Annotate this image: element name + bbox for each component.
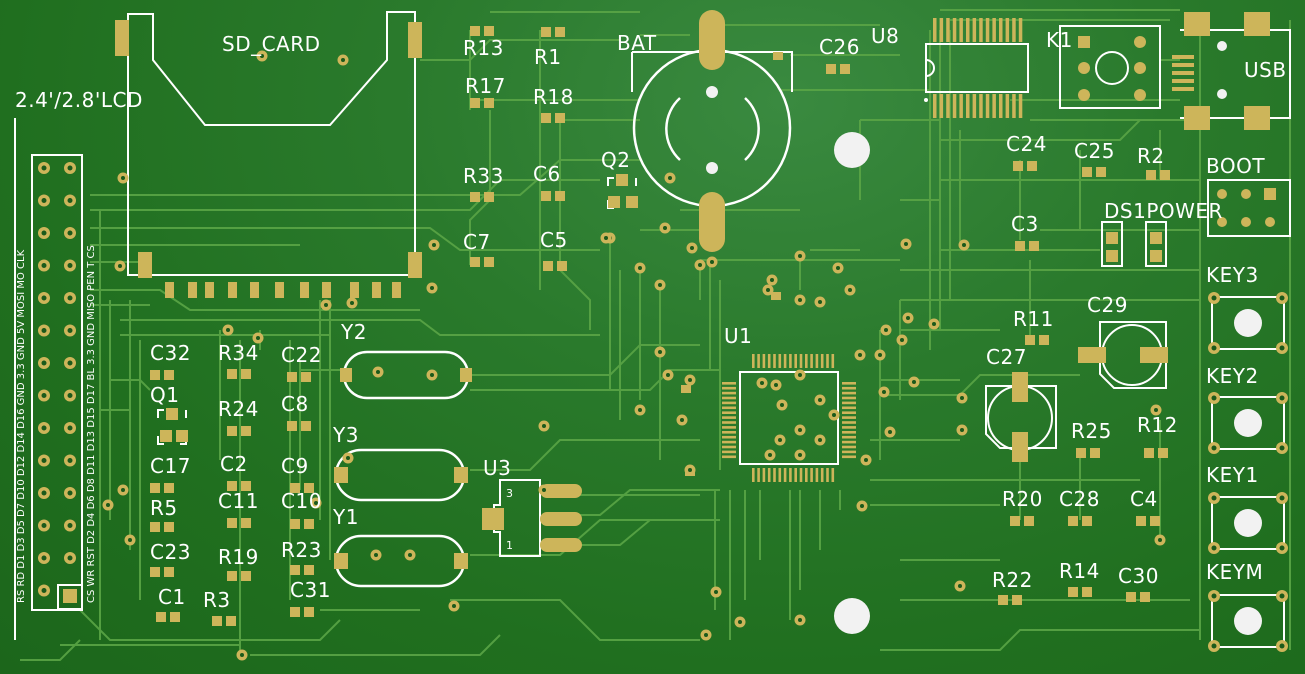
lcd-pin-labels-left: RS RD D1 D3 D5 D7 D10 D12 D14 D16 GND 3.… xyxy=(16,249,27,603)
sd-card-outline xyxy=(115,11,422,278)
battery-holder xyxy=(631,10,793,252)
c27-capacitor xyxy=(985,372,1057,462)
label-u8: U8 xyxy=(871,24,900,48)
u1-mcu xyxy=(739,371,839,465)
y3-crystal xyxy=(334,448,466,502)
label-u3-pin-1: 1 xyxy=(506,539,514,552)
label-bat: BAT xyxy=(617,31,657,55)
label-c2: C2 xyxy=(220,452,248,476)
led-power xyxy=(1145,221,1167,267)
label-c25: C25 xyxy=(1074,139,1115,163)
label-r24: R24 xyxy=(218,397,259,421)
label-c30: C30 xyxy=(1118,564,1159,588)
label-y1: Y1 xyxy=(333,505,359,529)
label-c27: C27 xyxy=(986,345,1027,369)
label-r13: R13 xyxy=(463,36,504,60)
label-c24: C24 xyxy=(1006,132,1047,156)
k1-switch xyxy=(1059,25,1161,109)
label-q1: Q1 xyxy=(150,383,180,407)
label-r23: R23 xyxy=(281,538,322,562)
label-r5: R5 xyxy=(150,496,178,520)
u3-regulator xyxy=(482,479,582,557)
label-y3: Y3 xyxy=(333,423,359,447)
label-r17: R17 xyxy=(465,74,506,98)
label-c28: C28 xyxy=(1059,487,1100,511)
label-key2: KEY2 xyxy=(1206,364,1259,388)
q1-transistor xyxy=(157,408,188,445)
label-c23: C23 xyxy=(150,540,191,564)
label-c10: C10 xyxy=(281,489,322,513)
label-r1: R1 xyxy=(534,45,562,69)
mount-hole-top xyxy=(834,132,870,168)
label-c3: C3 xyxy=(1011,212,1039,236)
lcd-header xyxy=(14,118,83,640)
label-r33: R33 xyxy=(463,164,504,188)
label-r11: R11 xyxy=(1013,307,1054,331)
label-keym: KEYM xyxy=(1206,560,1264,584)
usb-connector xyxy=(1172,12,1291,130)
label-c5: C5 xyxy=(540,228,568,252)
label-usb: USB xyxy=(1244,58,1287,82)
label-r22: R22 xyxy=(992,568,1033,592)
label-lcd: 2.4'/2.8'LCD xyxy=(15,88,143,112)
label-c11: C11 xyxy=(218,489,259,513)
label-u3: U3 xyxy=(483,456,512,480)
label-c26: C26 xyxy=(819,35,860,59)
label-c7: C7 xyxy=(463,230,491,254)
u8-chip xyxy=(924,43,1029,102)
y1-crystal xyxy=(334,534,466,588)
label-r2: R2 xyxy=(1137,144,1165,168)
label-r12: R12 xyxy=(1137,413,1178,437)
led-ds1 xyxy=(1101,221,1123,267)
label-c22: C22 xyxy=(281,343,322,367)
label-key3: KEY3 xyxy=(1206,263,1259,287)
label-ds1power: DS1POWER xyxy=(1104,199,1223,223)
label-r3: R3 xyxy=(203,588,231,612)
label-boot: BOOT xyxy=(1206,154,1266,178)
label-r18: R18 xyxy=(533,85,574,109)
label-c6: C6 xyxy=(533,162,561,186)
label-c32: C32 xyxy=(150,341,191,365)
mount-hole-bottom xyxy=(834,598,870,634)
label-r34: R34 xyxy=(218,341,259,365)
label-c4: C4 xyxy=(1130,487,1158,511)
label-c9: C9 xyxy=(281,454,309,478)
label-sd-card: SD_CARD xyxy=(222,32,321,56)
q2-transistor xyxy=(607,174,638,209)
label-r19: R19 xyxy=(218,545,259,569)
c29-capacitor xyxy=(1078,321,1168,389)
label-c31: C31 xyxy=(290,578,331,602)
label-q2: Q2 xyxy=(601,148,631,172)
label-u1: U1 xyxy=(724,324,753,348)
label-c1: C1 xyxy=(158,585,186,609)
label-r20: R20 xyxy=(1002,487,1043,511)
y2-crystal xyxy=(342,350,470,400)
label-y2: Y2 xyxy=(341,320,367,344)
label-k1: K1 xyxy=(1046,28,1073,52)
boot-header xyxy=(1207,179,1291,237)
lcd-pin-labels-right: CS WR RST D2 D4 D6 D8 D11 D13 D15 D17 BL… xyxy=(86,245,97,603)
label-r14: R14 xyxy=(1059,559,1100,583)
label-r25: R25 xyxy=(1071,419,1112,443)
label-c17: C17 xyxy=(150,454,191,478)
label-c8: C8 xyxy=(281,392,309,416)
label-u3-pin-3: 3 xyxy=(506,487,514,500)
label-key1: KEY1 xyxy=(1206,463,1259,487)
label-c29: C29 xyxy=(1087,293,1128,317)
